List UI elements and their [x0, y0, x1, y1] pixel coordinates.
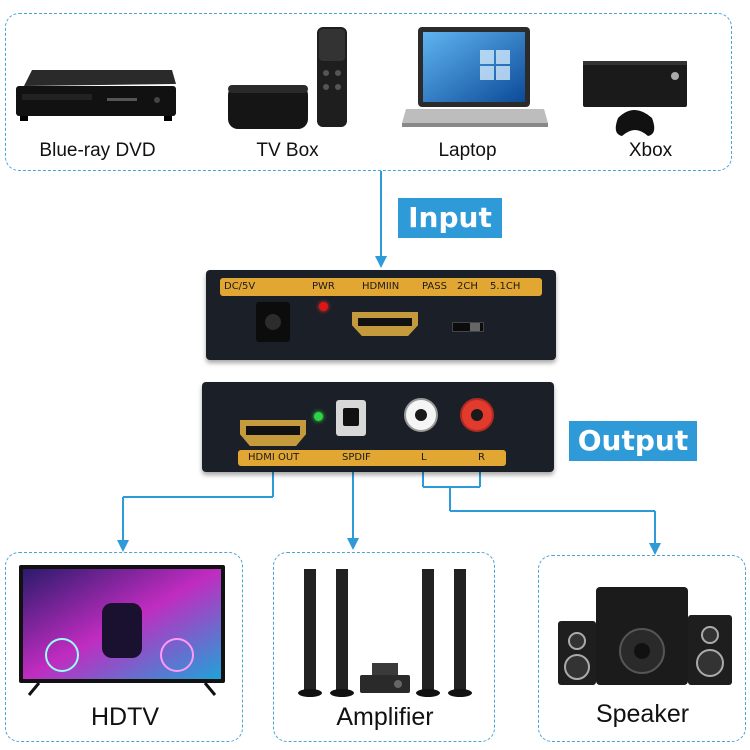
2ch-label: 2CH: [457, 281, 478, 292]
source-label-bluray: Blue-ray DVD: [39, 140, 156, 161]
left-channel-label: L: [421, 452, 427, 463]
bluray-player-icon: [12, 68, 177, 124]
tv-box-icon: [222, 25, 362, 133]
hdtv-box: [5, 552, 243, 742]
pass-label: PASS: [422, 281, 447, 292]
input-panel-device: DC/5V PWR HDMIIN PASS 2CH 5.1CH: [206, 270, 556, 360]
speaker-box: [538, 555, 746, 742]
output-panel-device: HDMI OUT SPDIF L R: [202, 382, 554, 472]
output-label-hdtv: HDTV: [90, 703, 160, 731]
rca-right-port-icon: [460, 398, 494, 432]
dc-5v-label: DC/5V: [224, 281, 256, 292]
right-channel-label: R: [478, 452, 485, 463]
output-label-speaker: Speaker: [595, 700, 690, 728]
pwr-label: PWR: [312, 281, 335, 292]
xbox-icon: [580, 58, 690, 138]
mode-switch-icon: [452, 322, 484, 332]
hdmi-out-label: HDMI OUT: [248, 452, 300, 463]
rca-left-port-icon: [404, 398, 438, 432]
amplifier-box: [273, 552, 495, 742]
source-devices-box: [5, 13, 732, 171]
amplifier-icon: [290, 565, 480, 700]
5-1ch-label: 5.1CH: [490, 281, 521, 292]
hdmi-led-icon: [314, 412, 323, 421]
output-label-strip: HDMI OUT SPDIF L R: [238, 450, 506, 466]
hdmi-out-port-icon: [240, 420, 306, 446]
power-led-icon: [319, 302, 328, 311]
hdmi-in-label: HDMIIN: [362, 281, 400, 292]
source-label-xbox: Xbox: [628, 140, 673, 161]
hdmi-in-port-icon: [352, 312, 418, 336]
speaker-icon: [554, 583, 736, 688]
laptop-icon: [400, 25, 550, 133]
output-label-amplifier: Amplifier: [336, 703, 434, 731]
spdif-label: SPDIF: [342, 452, 371, 463]
source-label-laptop: Laptop: [438, 140, 497, 161]
dc-jack-icon: [256, 302, 290, 342]
input-label-strip: DC/5V PWR HDMIIN PASS 2CH 5.1CH: [220, 278, 542, 296]
input-tag: Input: [398, 198, 502, 238]
hdtv-icon: [17, 563, 227, 698]
source-label-tv-box: TV Box: [256, 140, 319, 161]
output-tag: Output: [569, 421, 697, 461]
spdif-port-icon: [336, 400, 366, 436]
